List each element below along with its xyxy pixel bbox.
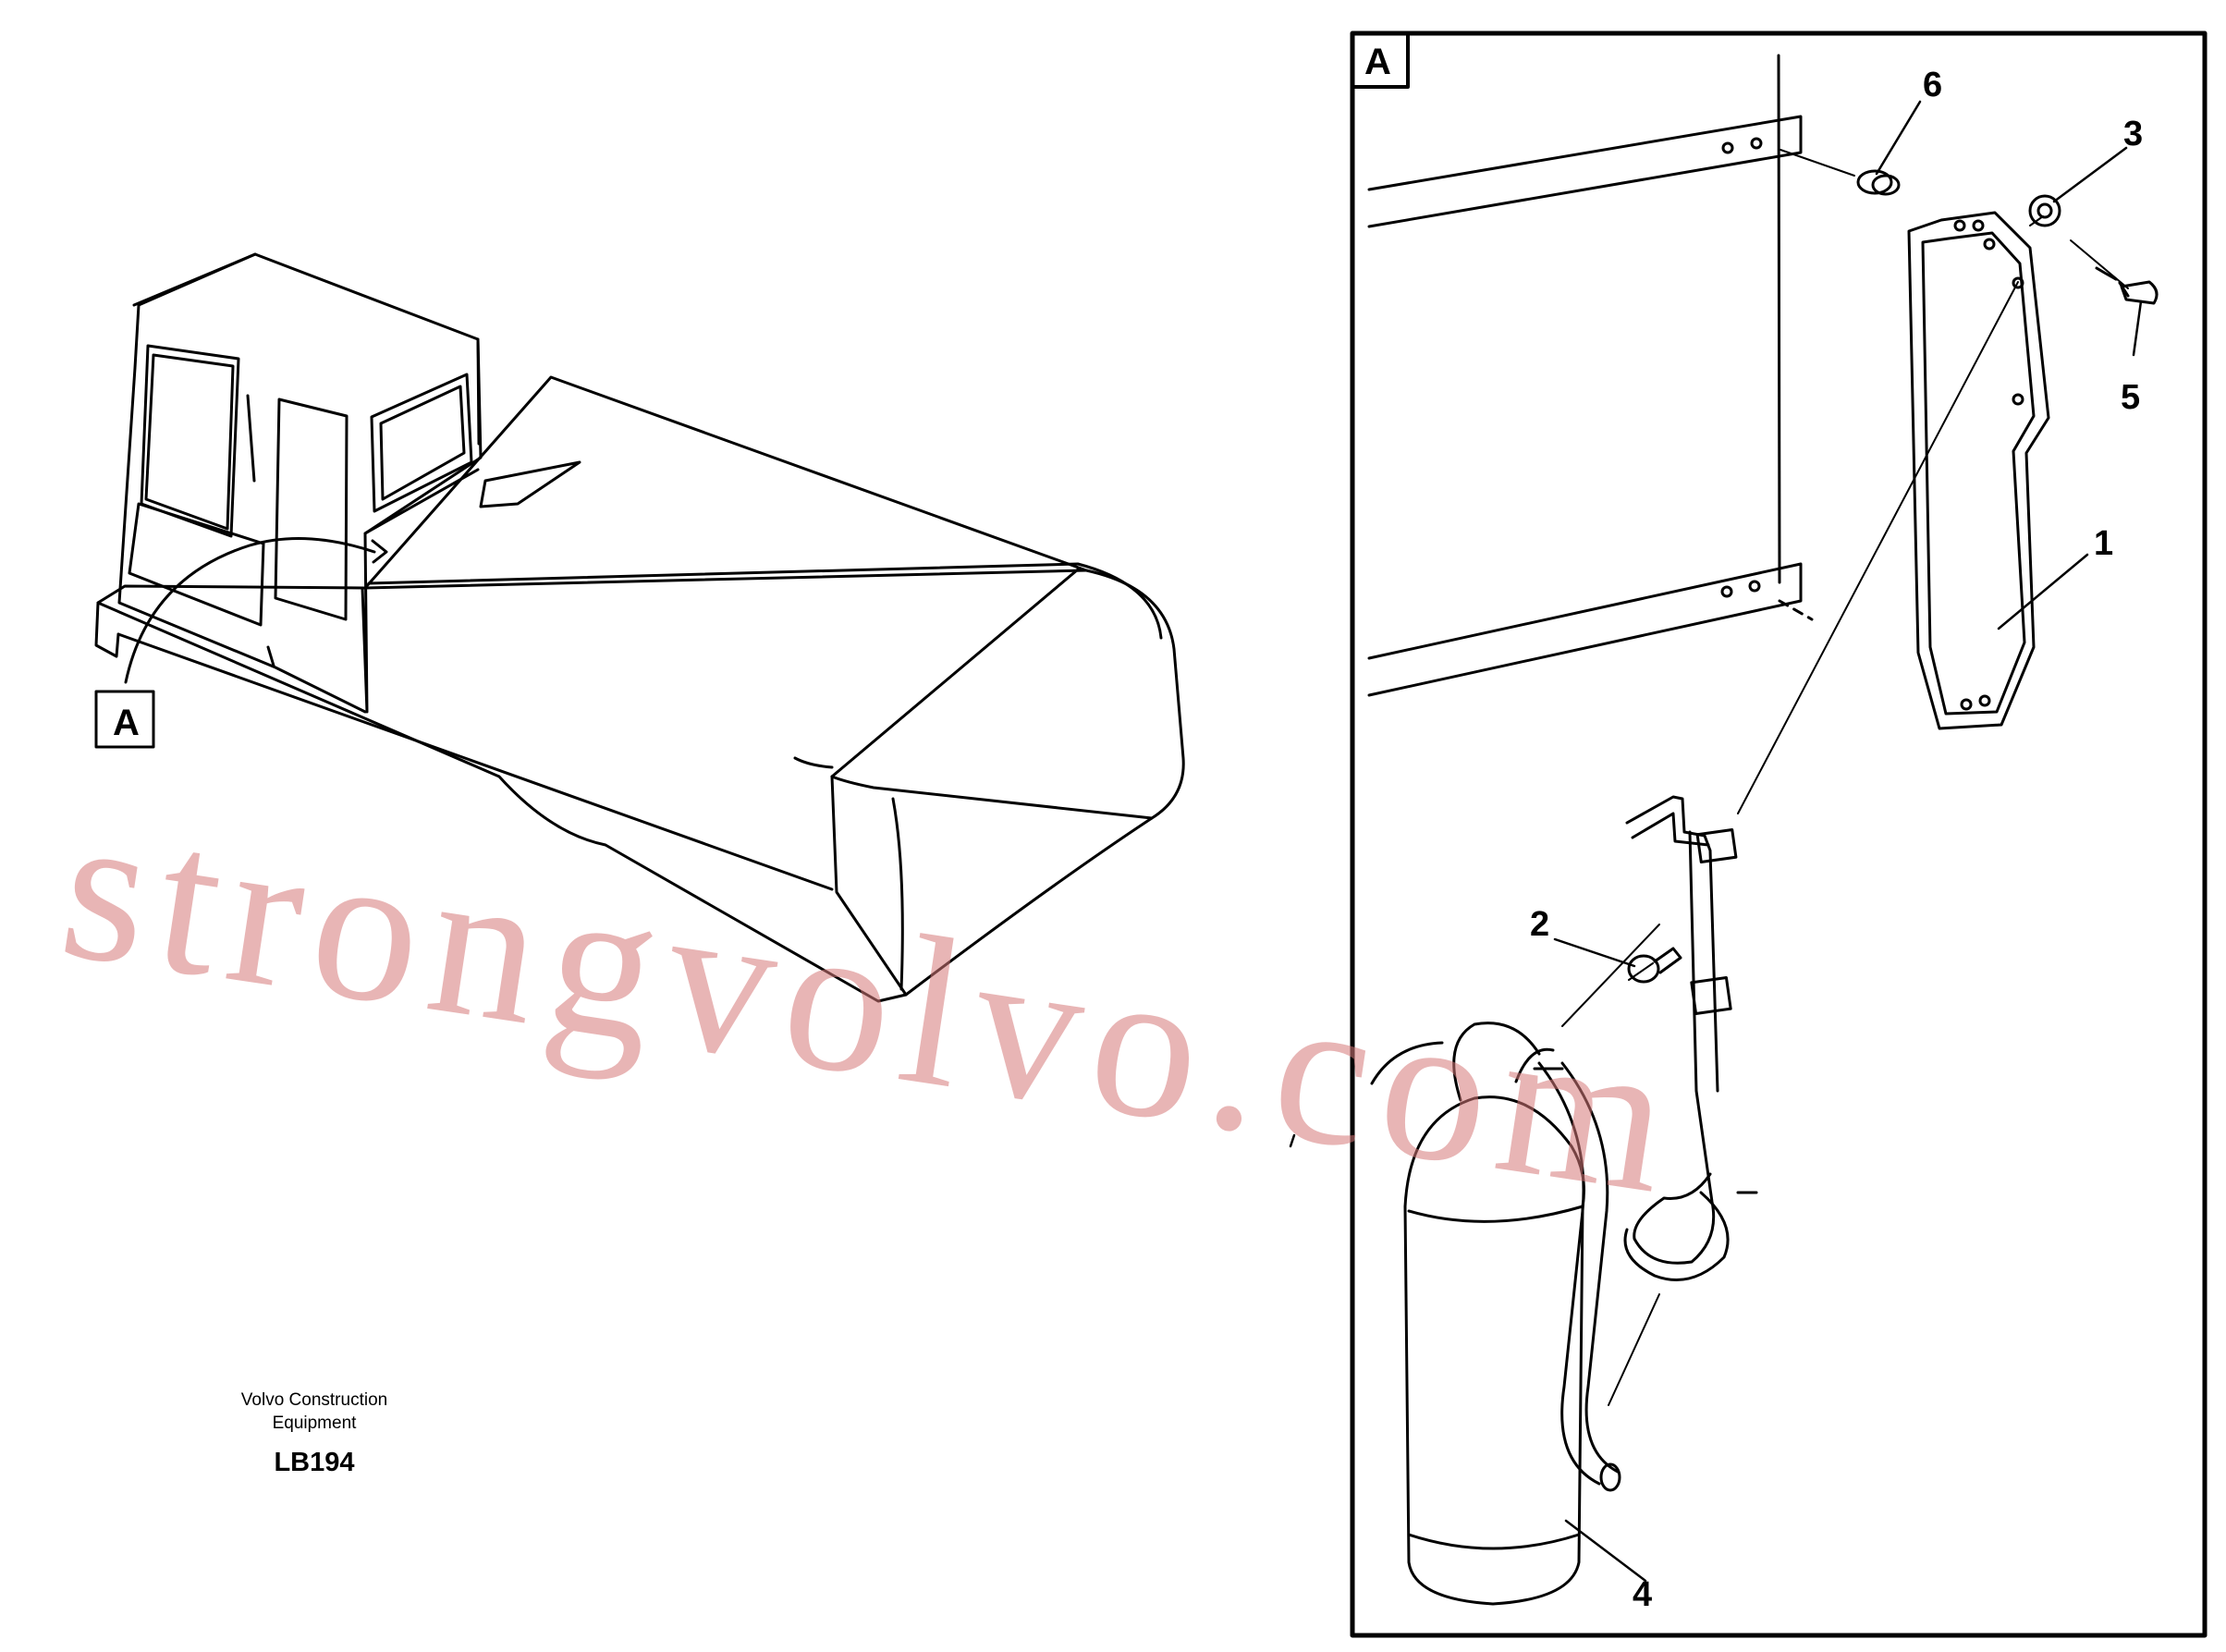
view-marker-label: A xyxy=(113,703,140,743)
extinguisher-holder xyxy=(1623,795,1758,1281)
callout-4: 4 xyxy=(1633,1575,1652,1614)
view-marker-box xyxy=(94,690,155,749)
detail-marker-box xyxy=(1351,31,1410,89)
callout-5: 5 xyxy=(2121,378,2140,417)
detail-marker-label: A xyxy=(1364,42,1391,82)
fire-extinguisher xyxy=(1370,1022,1621,1606)
excavator-illustration xyxy=(94,252,1185,1003)
assembly-lines xyxy=(1561,149,2129,1406)
callout-1: 1 xyxy=(2094,524,2113,563)
mounting-wall xyxy=(1367,54,1814,697)
drawing-code: LB194 xyxy=(274,1448,355,1477)
bracket-part xyxy=(1907,211,2050,730)
callout-leaders xyxy=(1289,100,2143,1583)
fasteners xyxy=(1627,169,2159,984)
manufacturer-label: Volvo Construction Equipment xyxy=(240,1390,388,1433)
detail-frame xyxy=(1350,31,2208,1638)
callout-3: 3 xyxy=(2123,115,2143,153)
callout-6: 6 xyxy=(1923,66,1942,104)
callout-2: 2 xyxy=(1530,905,1549,944)
